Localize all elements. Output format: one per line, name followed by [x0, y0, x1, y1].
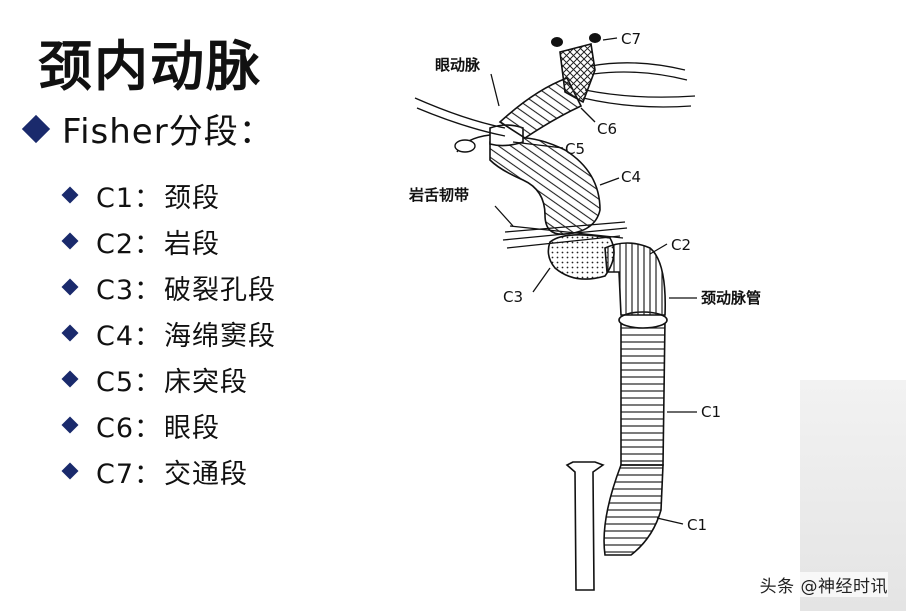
list-item: C4： 海绵窦段 [61, 310, 277, 356]
segment-code: C2： [96, 228, 163, 260]
carotid-artery-diagram: 眼动脉 C7 C6 C5 C4 岩舌韧带 C2 C3 颈动脉管 C1 C1 [408, 30, 761, 591]
bullet-diamond-icon [61, 278, 79, 296]
watermark: 头条 @神经时讯 [759, 572, 888, 597]
segment-c1-lower [603, 464, 664, 556]
bullet-diamond-icon [61, 370, 79, 388]
label-c2: C2 [671, 236, 691, 254]
label-c5: C5 [565, 140, 585, 158]
bullet-diamond-icon [61, 232, 79, 250]
bullet-diamond-icon [61, 416, 79, 434]
segment-c2 [604, 242, 667, 316]
segment-c3 [547, 234, 615, 280]
list-item: C2： 岩段 [61, 218, 276, 264]
list-item: C1： 颈段 [61, 172, 276, 218]
external-carotid-stump [565, 461, 605, 591]
segment-list: C1： 颈段 C2： 岩段 C3： 破裂孔段 C4： 海绵窦段 C5： 床突段 … [61, 172, 277, 494]
segment-code: C4： [96, 320, 163, 352]
label-c3: C3 [503, 288, 523, 306]
segment-code: C3： [96, 274, 163, 306]
list-item: C6： 眼段 [61, 402, 276, 448]
segment-code: C1： [96, 182, 163, 214]
bullet-diamond-icon [21, 114, 51, 143]
slide-subtitle: Fisher分段： [21, 104, 274, 153]
label-c1-upper: C1 [701, 403, 721, 421]
segment-code: C7： [96, 458, 163, 490]
distal-branches [582, 62, 696, 108]
c7-branch [551, 37, 563, 47]
bullet-diamond-icon [61, 186, 79, 204]
label-c4: C4 [621, 168, 641, 186]
segment-code: C6： [96, 412, 163, 444]
segment-code: C5： [96, 366, 163, 398]
segment-c1-upper [620, 319, 666, 466]
label-carotid-canal: 颈动脉管 [700, 289, 761, 307]
list-item: C7： 交通段 [61, 448, 276, 494]
segment-name: 交通段 [164, 458, 249, 490]
bullet-diamond-icon [61, 324, 79, 342]
c7-branch [589, 33, 601, 43]
segment-name: 颈段 [164, 182, 221, 214]
label-c6: C6 [597, 120, 617, 138]
leader-lines [490, 37, 697, 525]
segment-c7 [559, 43, 596, 104]
label-petrolingual-ligament: 岩舌韧带 [408, 186, 469, 204]
segment-name: 岩段 [164, 228, 221, 260]
list-item: C3： 破裂孔段 [61, 264, 277, 310]
list-item: C5： 床突段 [61, 356, 276, 402]
bullet-diamond-icon [61, 462, 79, 480]
segment-c4 [489, 136, 601, 235]
subtitle-text: Fisher分段： [62, 112, 274, 152]
segment-name: 眼段 [164, 412, 221, 444]
label-c7: C7 [621, 30, 641, 48]
segment-name: 破裂孔段 [164, 274, 277, 306]
segment-name: 海绵窦段 [164, 320, 277, 352]
label-ophthalmic-artery: 眼动脉 [435, 56, 481, 74]
slide-title: 颈内动脉 [38, 35, 262, 98]
segment-name: 床突段 [164, 366, 249, 398]
label-c1-lower: C1 [687, 516, 707, 534]
